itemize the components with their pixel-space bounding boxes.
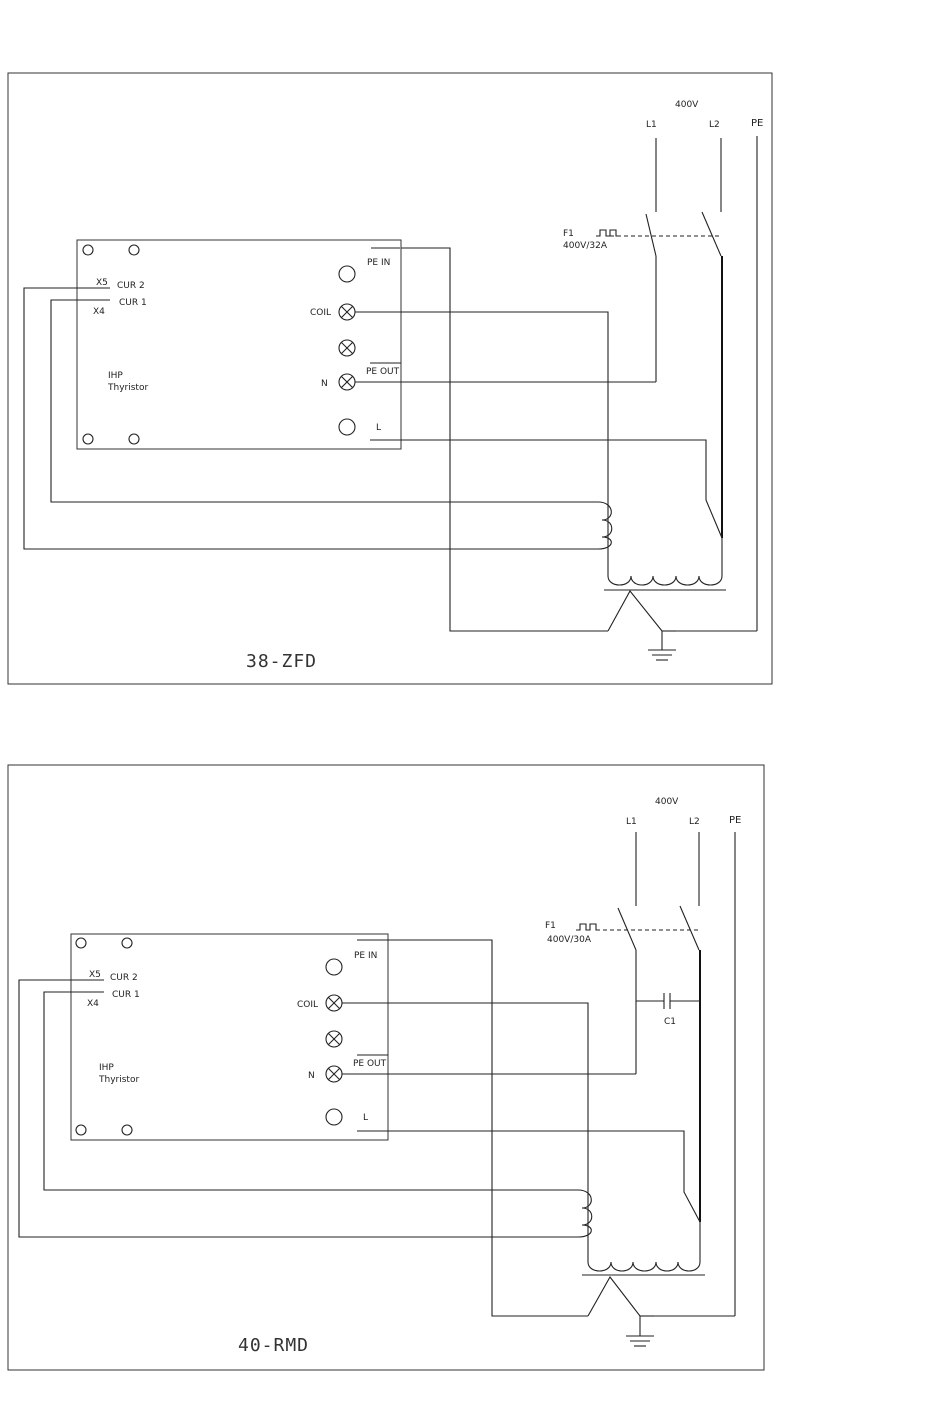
x4-label: X4 bbox=[87, 999, 99, 1009]
mount-hole bbox=[129, 245, 139, 255]
ground-symbol bbox=[626, 1316, 654, 1346]
l-wire bbox=[401, 440, 722, 538]
l1-switch-contact bbox=[618, 908, 636, 950]
pe-in-terminal bbox=[339, 266, 355, 282]
board-label-thyristor: Thyristor bbox=[98, 1075, 139, 1085]
coil-terminal bbox=[326, 995, 342, 1011]
cur1-label: CUR 1 bbox=[119, 298, 147, 308]
board-label-ihp: IHP bbox=[99, 1063, 114, 1073]
fuse-symbol bbox=[596, 230, 620, 236]
pe-in-terminal bbox=[326, 959, 342, 975]
mount-hole bbox=[83, 434, 93, 444]
l2-label: L2 bbox=[709, 120, 720, 130]
pe-out-label: PE OUT bbox=[353, 1059, 387, 1069]
mount-hole bbox=[76, 938, 86, 948]
current-transformer-coil bbox=[578, 1190, 592, 1237]
l-label: L bbox=[363, 1113, 368, 1123]
cur1-wire bbox=[51, 300, 598, 502]
voltage-label: 400V bbox=[675, 100, 699, 110]
x5-label: X5 bbox=[96, 278, 108, 288]
l2-switch-contact bbox=[680, 906, 699, 950]
l1-switch-contact bbox=[646, 214, 656, 256]
yoke-symbol bbox=[608, 591, 662, 631]
cur1-label: CUR 1 bbox=[112, 990, 140, 1000]
x5-label: X5 bbox=[89, 970, 101, 980]
ground-symbol bbox=[648, 631, 676, 660]
diagram-38-zfd: 400V L1 L2 PE F1 400V/32A IHP Thyristor … bbox=[8, 73, 772, 684]
x4-label: X4 bbox=[93, 307, 105, 317]
board-label-thyristor: Thyristor bbox=[107, 383, 148, 393]
fuse-rating-label: 400V/30A bbox=[547, 935, 592, 945]
pe-label: PE bbox=[751, 118, 763, 129]
mount-hole bbox=[76, 1125, 86, 1135]
pe-label: PE bbox=[729, 815, 741, 826]
coil-terminal bbox=[339, 304, 355, 320]
yoke-symbol bbox=[588, 1277, 640, 1316]
l1-label: L1 bbox=[646, 120, 657, 130]
l-wire bbox=[388, 1131, 700, 1222]
mount-hole bbox=[129, 434, 139, 444]
voltage-label: 400V bbox=[655, 797, 679, 807]
n-terminal bbox=[326, 1066, 342, 1082]
fuse-symbol bbox=[576, 924, 600, 930]
diagram-title: 38-ZFD bbox=[246, 651, 317, 672]
cur2-wire bbox=[24, 288, 598, 549]
pe-in-label: PE IN bbox=[367, 258, 390, 268]
l1-label: L1 bbox=[626, 817, 637, 827]
l-terminal bbox=[326, 1109, 342, 1125]
coil-wire bbox=[355, 312, 608, 576]
n-label: N bbox=[308, 1071, 315, 1081]
coil-wire bbox=[342, 1003, 588, 1262]
induction-coil bbox=[588, 1222, 700, 1271]
cur2-wire bbox=[19, 980, 578, 1237]
mount-hole bbox=[122, 938, 132, 948]
current-transformer-coil bbox=[598, 502, 612, 549]
coil-label: COIL bbox=[297, 1000, 318, 1010]
l-terminal bbox=[339, 419, 355, 435]
l2-label: L2 bbox=[689, 817, 700, 827]
pe-in-label: PE IN bbox=[354, 951, 377, 961]
pe-out-label: PE OUT bbox=[366, 367, 400, 377]
l-label: L bbox=[376, 423, 381, 433]
fuse-rating-label: 400V/32A bbox=[563, 241, 608, 251]
n-label: N bbox=[321, 379, 328, 389]
capacitor-c1 bbox=[636, 993, 700, 1009]
induction-coil bbox=[608, 538, 722, 585]
diagram-40-rmd: 400V L1 L2 PE F1 400V/30A C1 IHP Thyrist… bbox=[8, 765, 764, 1370]
mount-hole bbox=[83, 245, 93, 255]
fuse-name-label: F1 bbox=[563, 229, 574, 239]
l2-switch-contact bbox=[702, 212, 721, 256]
cur1-wire bbox=[44, 992, 578, 1190]
n-terminal bbox=[339, 374, 355, 390]
cur2-label: CUR 2 bbox=[117, 281, 145, 291]
board-label-ihp: IHP bbox=[108, 371, 123, 381]
coil-label: COIL bbox=[310, 308, 331, 318]
unlabeled-terminal bbox=[339, 340, 355, 356]
unlabeled-terminal bbox=[326, 1031, 342, 1047]
diagram-title: 40-RMD bbox=[238, 1335, 309, 1356]
fuse-name-label: F1 bbox=[545, 921, 556, 931]
capacitor-label: C1 bbox=[664, 1017, 676, 1027]
pe-in-wire bbox=[388, 940, 588, 1316]
mount-hole bbox=[122, 1125, 132, 1135]
cur2-label: CUR 2 bbox=[110, 973, 138, 983]
